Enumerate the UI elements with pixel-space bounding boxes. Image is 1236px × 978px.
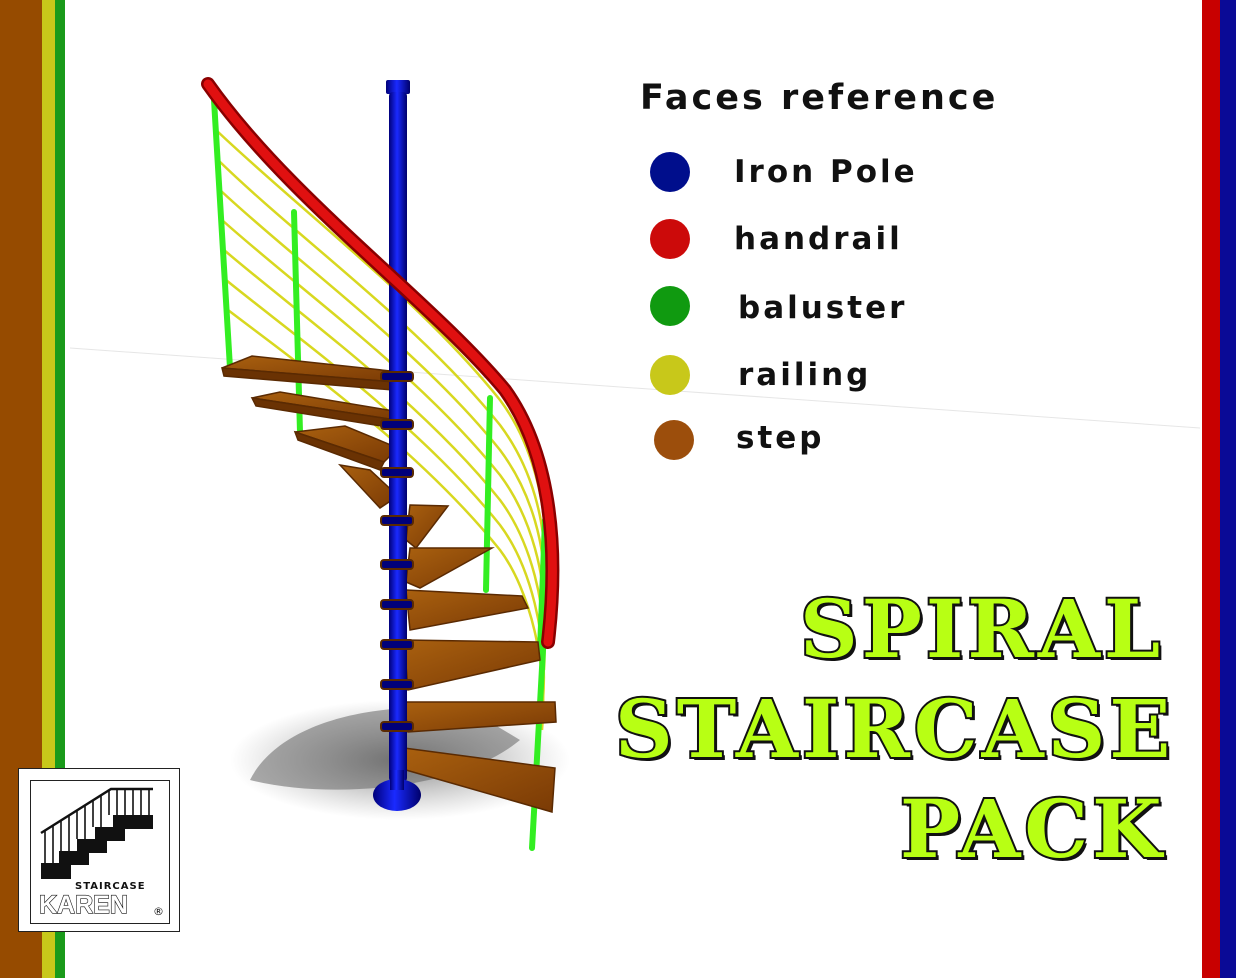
iron-pole-swatch (650, 152, 690, 192)
left-stripe-yellow (42, 0, 55, 978)
staircase-illustration (69, 77, 1200, 851)
horizon-line (69, 347, 1200, 429)
right-stripe-blue (1220, 0, 1236, 978)
right-stripe-red (1202, 0, 1220, 978)
legend-label: handrail (734, 221, 903, 257)
railing-swatch (650, 355, 690, 395)
legend-label: railing (738, 357, 872, 393)
title-line-3: PACK (898, 780, 1166, 878)
legend-label: Iron Pole (734, 154, 918, 190)
railing-group (215, 129, 547, 731)
legend-label: baluster (738, 290, 908, 326)
left-stripe-green (55, 0, 65, 978)
baluster-swatch (650, 286, 690, 326)
title-line-1: SPIRAL (798, 580, 1165, 678)
legend-title: Faces reference (640, 78, 999, 118)
registered-mark: ® (153, 905, 164, 918)
handrail-swatch (650, 219, 690, 259)
staircase-logo-icon (40, 787, 153, 879)
handrail-highlight (203, 79, 557, 647)
step-swatch (654, 420, 694, 460)
logo-word-karen: KAREN (38, 890, 128, 919)
logo-word-staircase: STAIRCASE (75, 881, 146, 892)
legend-label: step (736, 420, 825, 456)
logo-frame: STAIRCASE KAREN ® (30, 780, 170, 924)
title-line-2: STAIRCASE (613, 680, 1175, 778)
pole-collars (380, 371, 414, 732)
staircase-karen-logo: STAIRCASE KAREN ® (18, 768, 180, 932)
